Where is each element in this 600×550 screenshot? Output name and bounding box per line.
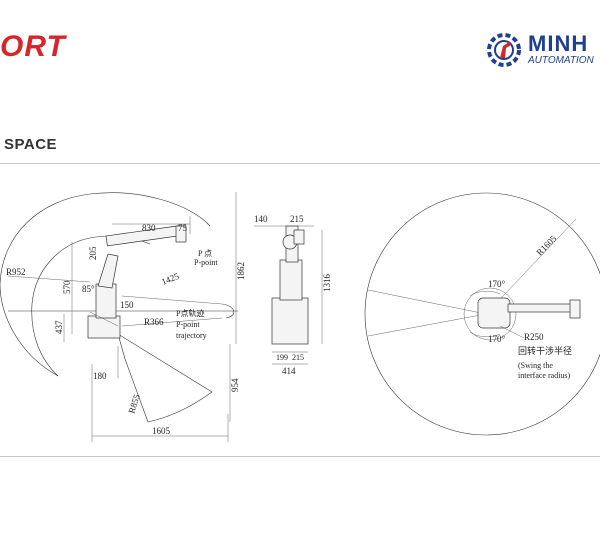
robot-wrist [175,225,187,243]
front-dim-215: 215 [290,214,304,224]
dim-1425: 1425 [160,271,181,287]
dim-r855: R855 [126,393,142,415]
dim-437: 437 [54,320,64,334]
wedge-edge-top [367,289,487,315]
r250-leader [499,325,525,339]
swing-label-en2: interface radius) [518,371,571,380]
swing-label-cn: 回转干涉半径 [518,345,572,356]
dim-85deg: 85° [82,284,95,294]
dim-line-r952 [7,275,91,283]
dim-954: 954 [230,378,240,392]
robot-base [87,315,121,339]
wedge-edge-bottom [367,313,487,337]
trajectory-line-lower [121,317,223,327]
dim-1862: 1862 [236,262,246,280]
top-arm [507,303,575,313]
lower-reach-wedge [117,333,213,423]
dim-570: 570 [62,280,72,294]
trajectory-line [121,295,223,305]
p-point-label-cn: P 点 [198,249,212,258]
dim-830: 830 [142,223,156,233]
front-body [279,259,303,301]
p-traj-label-en1: P-point [176,320,200,329]
robot-upper-link [97,253,119,289]
p-point-label-en: P-point [194,258,218,267]
logo-name: MINH [528,31,589,56]
top-angle-170-top: 170° [488,279,506,289]
minh-automation-logo: MINH AUTOMATION [484,28,600,72]
p-traj-label-en2: trajectory [176,331,207,340]
workspace-drawing: 830 75 205 1425 1862 570 85° 150 437 180… [0,192,600,442]
top-base [477,297,511,329]
top-reach-circle [364,192,600,436]
front-view: 140 215 1316 199 215 414 [254,214,332,376]
side-view: 830 75 205 1425 1862 570 85° 150 437 180… [0,192,246,442]
front-dim-215b: 215 [292,353,304,362]
top-angle-170-bottom: 170° [488,334,506,344]
arm-detail [89,311,119,327]
front-dim-414: 414 [282,366,296,376]
gear-robot-icon [487,33,521,67]
front-dim-140: 140 [254,214,268,224]
front-base [271,297,309,345]
swing-label-en1: (Swing the [518,361,553,370]
dim-r366: R366 [144,317,164,327]
front-wrist [293,229,305,245]
divider-top [0,163,600,164]
front-dim-1316: 1316 [322,274,332,293]
dim-150: 150 [120,300,134,310]
divider-bottom [0,456,600,457]
swing-radius-circle [463,287,517,341]
logo-subtitle: AUTOMATION [528,55,594,66]
robot-lower-arm [95,283,117,319]
top-wrist [569,299,581,319]
dim-r952: R952 [6,267,26,277]
angle-arc-top [469,291,501,297]
p-traj-label-cn: P点轨迹 [176,308,204,318]
brand-wordmark: ORT [0,30,66,63]
top-view: R1605 170° 170° R250 回转干涉半径 (Swing the i… [364,192,600,436]
top-dim-r1605: R1605 [534,233,558,257]
angle-arc-bottom [469,331,501,337]
dim-180: 180 [93,371,107,381]
trajectory-end [221,303,235,319]
dim-205: 205 [88,246,98,260]
front-dim-199: 199 [276,353,288,362]
dim-1605: 1605 [152,426,171,436]
section-title: SPACE [4,136,58,153]
reach-arc-outer [0,192,211,377]
top-dim-r250: R250 [524,332,544,342]
dim-75: 75 [178,223,188,233]
